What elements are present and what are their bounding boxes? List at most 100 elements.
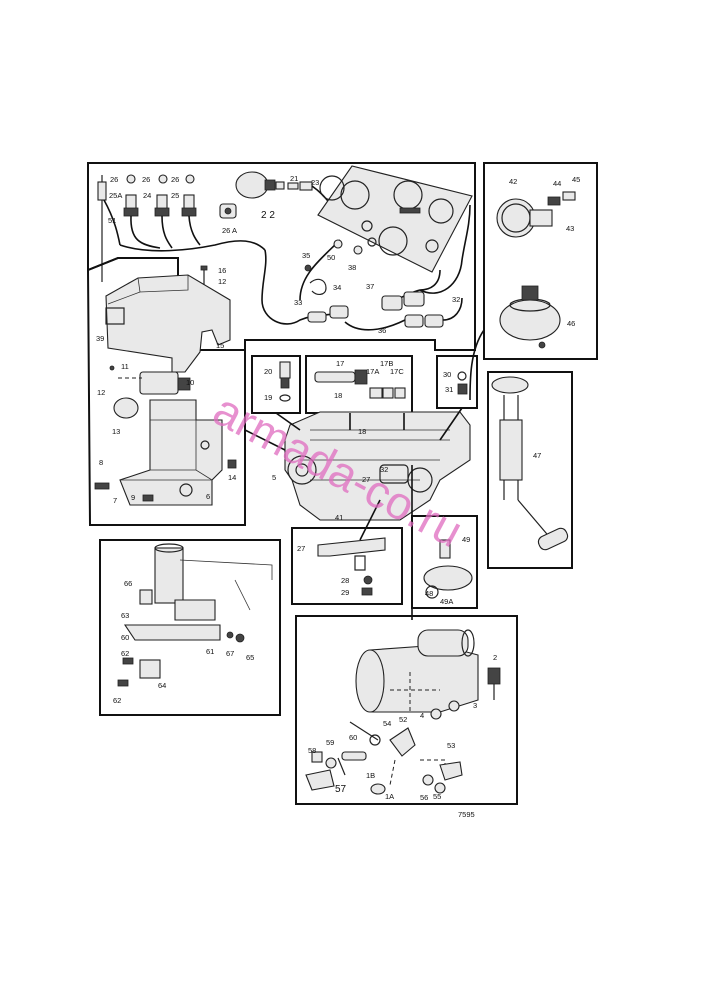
callout-49: 49 [462, 535, 470, 544]
callout-28: 28 [341, 576, 349, 585]
starter-parts [305, 721, 463, 795]
callout-19: 19 [264, 393, 272, 402]
callout-22: 2 2 [261, 210, 275, 221]
callout-12: 12 [97, 388, 105, 397]
callout-59: 59 [326, 738, 334, 747]
callout-15: 15 [216, 341, 224, 350]
cable-clamp [304, 264, 327, 295]
sensor-box-30 [436, 355, 478, 409]
diagram-number: 7595 [458, 810, 475, 819]
callout-10: 10 [186, 378, 194, 387]
callout-26: 26 [171, 175, 179, 184]
mounting-bracket [94, 399, 237, 506]
callout-1B: 1B [366, 771, 375, 780]
callout-58: 58 [308, 746, 316, 755]
callout-52: 52 [399, 715, 407, 724]
callout-53: 53 [447, 741, 455, 750]
sensor-30 [457, 371, 468, 395]
callout-7: 7 [113, 496, 117, 505]
callout-46: 46 [567, 319, 575, 328]
callout-43: 43 [566, 224, 574, 233]
callout-6: 6 [206, 492, 210, 501]
relay-mount-box [99, 539, 281, 716]
callout-39: 39 [96, 334, 104, 343]
callout-60: 60 [121, 633, 129, 642]
starter-box [295, 615, 518, 805]
callout-62: 62 [121, 649, 129, 658]
screw-16 [200, 265, 208, 285]
callout-56: 56 [420, 793, 428, 802]
callout-27: 27 [362, 475, 370, 484]
relay-bracket-box [86, 257, 246, 526]
callout-9: 9 [131, 493, 135, 502]
callout-32: 32 [452, 295, 460, 304]
callout-3: 3 [473, 701, 477, 710]
callout-17B: 17B [380, 359, 393, 368]
relay-mount [117, 543, 273, 687]
callout-61: 61 [206, 647, 214, 656]
callout-38: 38 [348, 263, 356, 272]
sensor-box-17 [305, 355, 413, 414]
callout-42: 42 [509, 177, 517, 186]
callout-55: 55 [433, 792, 441, 801]
callout-65: 65 [246, 653, 254, 662]
callout-18: 18 [334, 391, 342, 400]
bracket-27 [317, 537, 386, 596]
callout-17A: 17A [366, 367, 379, 376]
callout-45: 45 [572, 175, 580, 184]
callout-21: 21 [290, 174, 298, 183]
callout-67: 67 [226, 649, 234, 658]
valve-box [411, 515, 478, 609]
callout-4: 4 [420, 711, 424, 720]
level-sender-box [487, 371, 573, 569]
callout-35: 35 [302, 251, 310, 260]
callout-47: 47 [533, 451, 541, 460]
callout-64: 64 [158, 681, 166, 690]
callout-2: 2 [493, 653, 497, 662]
callout-1A: 1A [385, 792, 394, 801]
connector-13 [113, 397, 139, 419]
bulb-38 [353, 245, 363, 255]
callout-32: 32 [380, 465, 388, 474]
callout-33: 33 [294, 298, 302, 307]
sender-46 [499, 285, 561, 349]
callout-31: 31 [445, 385, 453, 394]
callout-62: 62 [113, 696, 121, 705]
callout-25: 25 [171, 191, 179, 200]
callout-50: 50 [327, 253, 335, 262]
callout-13: 13 [112, 427, 120, 436]
callout-17: 17 [336, 359, 344, 368]
callout-60: 60 [349, 733, 357, 742]
bulb-50 [333, 239, 343, 249]
callout-labels: 26 26 26 25A 24 25 21 23 2 2 51 26 A 35 … [96, 174, 580, 819]
callout-36: 36 [378, 326, 386, 335]
callout-51: 51 [108, 216, 116, 225]
instrument-panel [317, 165, 473, 273]
gauge-43 [496, 191, 576, 238]
callout-30: 30 [443, 370, 451, 379]
callout-25A: 25A [109, 191, 122, 200]
callout-16: 16 [218, 266, 226, 275]
connectors [307, 291, 463, 331]
relay-cover [105, 274, 231, 373]
callout-44: 44 [553, 179, 561, 188]
pressure-sensor-26A [219, 203, 237, 219]
callout-57: 57 [335, 784, 347, 795]
callout-11: 11 [121, 362, 129, 371]
callout-37: 37 [366, 282, 374, 291]
callout-48: 48 [425, 589, 433, 598]
level-sender [491, 376, 569, 551]
temperature-sensors [119, 174, 266, 252]
valve-48 [423, 539, 473, 599]
callout-24: 24 [143, 191, 151, 200]
oil-pressure-sender [235, 171, 339, 213]
gauge-box [483, 162, 598, 360]
callout-18: 18 [358, 427, 366, 436]
callout-66: 66 [124, 579, 132, 588]
callout-5: 5 [272, 473, 276, 482]
starter-motor [355, 629, 501, 720]
callout-26A: 26 A [222, 226, 237, 235]
callout-23: 23 [311, 178, 319, 187]
callout-12: 12 [218, 277, 226, 286]
